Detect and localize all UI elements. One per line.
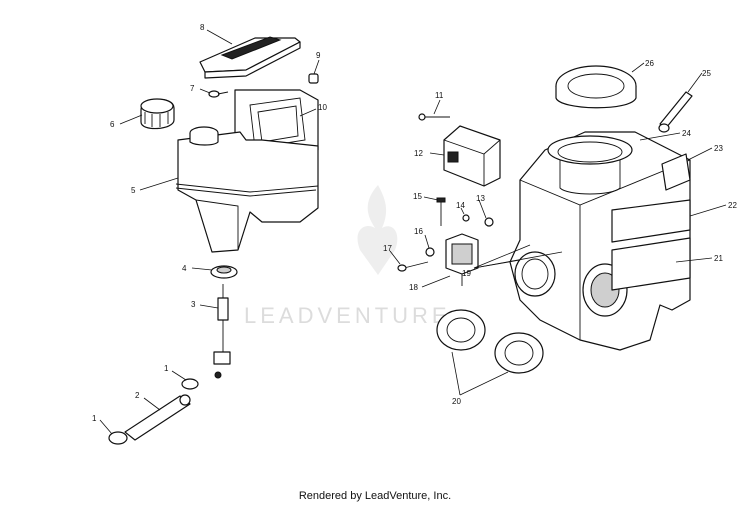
part-23-latch [661,153,691,191]
callout-21: 21 [714,254,723,263]
part-6-cap [140,98,175,130]
callout-17: 17 [383,244,392,253]
callout-15: 15 [413,192,422,201]
callout-24: 24 [682,129,691,138]
callout-16: 16 [414,227,423,236]
callouts: 8 9 7 10 6 5 4 3 1 2 1 11 12 15 13 14 16… [92,23,737,423]
callout-4: 4 [182,264,187,273]
callout-7: 7 [190,84,195,93]
callout-11: 11 [435,91,444,100]
callout-2: 2 [135,391,140,400]
callout-12: 12 [414,149,423,158]
leader-lines [99,29,727,435]
callout-9: 9 [316,51,321,60]
part-2-hose [124,394,191,441]
part-24-airbox-housing [509,131,691,351]
callout-8: 8 [200,23,205,32]
part-26-seal-ring [555,65,637,109]
part-4-grommet [210,265,238,279]
part-7-screw [208,90,229,98]
part-3-fitting [213,284,231,379]
callout-6: 6 [110,120,115,129]
callout-22: 22 [728,201,737,210]
callout-3: 3 [191,300,196,309]
callout-26: 26 [645,59,654,68]
callout-10: 10 [318,103,327,112]
part-9-plug [308,73,319,84]
callout-13: 13 [476,194,485,203]
callout-18: 18 [409,283,418,292]
watermark-text: LEADVENTURE [244,303,451,328]
footer-credit: Rendered by LeadVenture, Inc. [298,490,452,502]
part-1-clamp-lower [108,431,128,445]
part-8-cover [199,36,301,79]
part-1-clamp-upper [181,378,199,390]
callout-5: 5 [131,186,136,195]
part-20-seal-upper [436,309,486,351]
part-22-panel [611,199,691,243]
leadventure-watermark: LEADVENTURE [244,185,451,328]
callout-1-upper: 1 [164,364,169,373]
part-15-wire [436,197,446,226]
callout-14: 14 [456,201,465,210]
part-17-bolt [397,261,429,272]
callout-20: 20 [452,397,461,406]
part-12-module [443,125,501,187]
part-11-screw [418,113,450,121]
callout-19: 19 [462,269,471,278]
part-21-panel [611,237,691,291]
part-13-nut [484,217,494,227]
callout-25: 25 [702,69,711,78]
part-20-seal-lower [494,332,544,374]
flame-logo [357,185,398,275]
callout-1-lower: 1 [92,414,97,423]
part-5-tank [175,126,319,253]
part-18-coil [445,233,479,286]
part-25-bolt [658,91,693,133]
callout-23: 23 [714,144,723,153]
part-16-washer [425,247,435,257]
part-14-washer [462,214,470,222]
